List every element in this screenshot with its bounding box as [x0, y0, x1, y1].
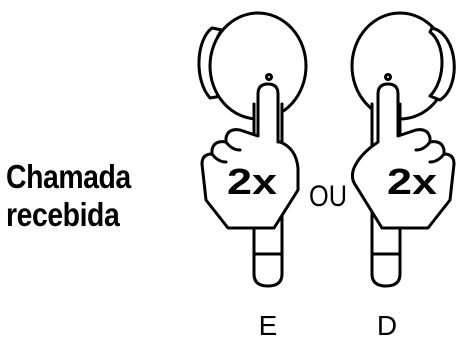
right-earbud-sensor — [384, 73, 392, 81]
right-earbud-tip — [428, 26, 456, 102]
right-side-label: D — [377, 310, 397, 339]
call-received-heading: Chamada recebida — [6, 158, 152, 234]
left-earbud-sensor — [265, 73, 273, 81]
left-tap-count: 2x — [227, 161, 277, 202]
left-side-label: E — [259, 310, 278, 339]
heading-line-1: Chamada — [6, 158, 131, 195]
left-hand-icon — [200, 82, 300, 230]
right-hand-icon — [350, 82, 456, 230]
heading-line-2: recebida — [6, 196, 120, 233]
or-separator: OU — [309, 180, 347, 213]
right-tap-count: 2x — [387, 161, 437, 202]
